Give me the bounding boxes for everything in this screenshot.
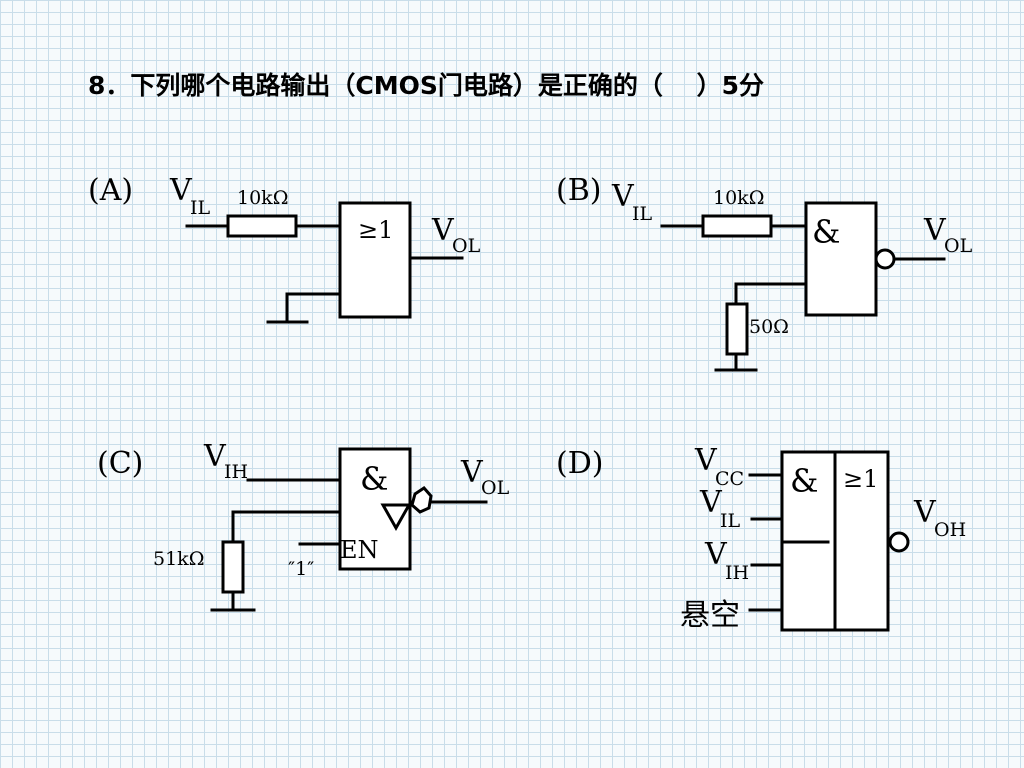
circuit-c-gate-symbol: & xyxy=(360,460,388,498)
circuit-c-input-v: V xyxy=(203,439,227,474)
circuit-d-and-symbol: & xyxy=(790,462,818,500)
circuit-c: (C) V IH & EN 51kΩ ″1″ V OL xyxy=(97,439,510,612)
circuit-a: (A) V IL 10kΩ ≥1 V OL xyxy=(88,173,481,324)
circuit-c-pulldown-wire xyxy=(231,510,342,544)
circuit-d-in2-v: V xyxy=(699,485,723,520)
circuit-c-resistor xyxy=(221,540,245,594)
circuit-c-output-bubble xyxy=(410,486,433,514)
circuit-c-enable-value: ″1″ xyxy=(288,558,314,580)
circuit-b-input-v: V xyxy=(611,179,635,214)
circuit-c-enable-pin: EN xyxy=(340,536,379,564)
circuit-b-resistor-bottom xyxy=(725,302,749,356)
circuit-a-ground-wire xyxy=(285,292,342,324)
circuit-b-resistor-bottom-label: 50Ω xyxy=(749,316,789,338)
circuit-c-output-sub: OL xyxy=(481,477,510,499)
circuit-a-input-sub: IL xyxy=(190,197,211,219)
circuit-b-output-sub: OL xyxy=(944,235,973,257)
circuit-c-resistor-label: 51kΩ xyxy=(153,548,204,570)
circuit-b-pulldown-wire xyxy=(734,282,808,306)
circuit-d-or-symbol: ≥1 xyxy=(843,465,878,493)
circuit-d: (D) & ≥1 V CC V IL V IH 悬空 V OH xyxy=(556,443,966,633)
circuit-a-label: (A) xyxy=(88,173,133,208)
circuit-d-label: (D) xyxy=(556,446,603,481)
circuit-c-tristate-triangle xyxy=(380,503,412,532)
question-title: 8．下列哪个电路输出（CMOS门电路）是正确的（ ）5分 xyxy=(88,71,764,100)
circuit-d-in3-v: V xyxy=(704,537,728,572)
circuit-a-gate-symbol: ≥1 xyxy=(358,216,393,244)
circuit-a-resistor xyxy=(226,214,298,238)
circuit-c-output-v: V xyxy=(460,455,484,490)
circuit-b-resistor-top xyxy=(701,214,773,238)
circuit-b: (B) V IL 10kΩ & 50Ω V OL xyxy=(556,173,973,372)
circuit-d-output-v: V xyxy=(913,495,937,530)
circuit-d-inverter-bubble xyxy=(888,531,910,553)
circuit-b-input-sub: IL xyxy=(632,203,653,225)
circuit-d-output-sub: OH xyxy=(934,519,966,541)
circuit-d-in2-sub: IL xyxy=(720,510,741,532)
circuit-b-output-v: V xyxy=(923,213,947,248)
circuit-a-output-v: V xyxy=(431,213,455,248)
circuit-c-input-sub: IH xyxy=(224,461,248,483)
circuit-a-output-sub: OL xyxy=(452,235,481,257)
circuit-d-in3-sub: IH xyxy=(725,562,749,584)
circuit-a-or-gate xyxy=(338,201,412,319)
circuit-d-in4-label: 悬空 xyxy=(680,598,740,633)
circuit-c-label: (C) xyxy=(97,446,143,481)
circuit-b-resistor-top-label: 10kΩ xyxy=(713,187,764,209)
circuit-b-gate-symbol: & xyxy=(812,213,840,251)
circuit-d-in1-sub: CC xyxy=(715,468,744,490)
circuit-d-in1-v: V xyxy=(694,443,718,478)
circuit-a-input-v: V xyxy=(169,173,193,208)
circuit-a-resistor-label: 10kΩ xyxy=(237,187,288,209)
circuit-b-label: (B) xyxy=(556,173,601,208)
circuit-b-inverter-bubble xyxy=(874,248,896,270)
circuit-b-nand-gate xyxy=(804,201,878,317)
